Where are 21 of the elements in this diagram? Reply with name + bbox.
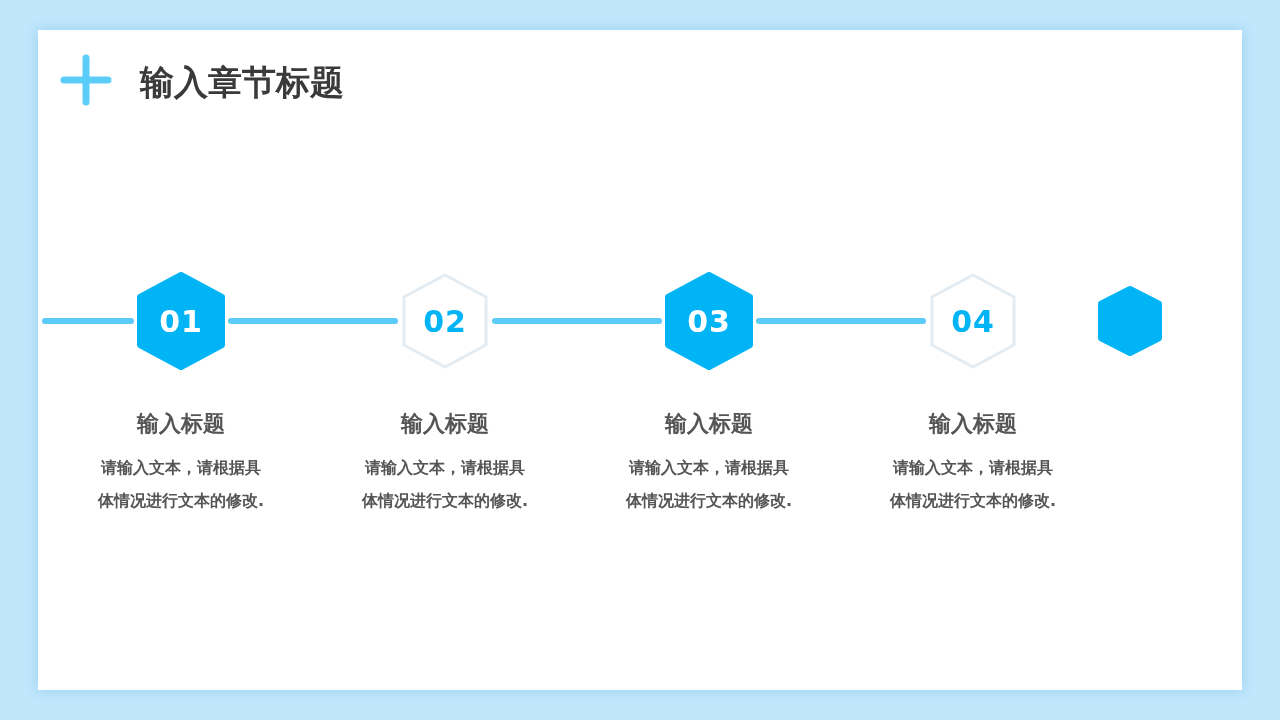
step-description: 请输入文本，请根据具体情况进行文本的修改. (624, 457, 794, 512)
step-heading: 输入标题 (135, 410, 226, 438)
hexagon-marker (665, 271, 753, 371)
timeline-line (228, 318, 398, 324)
step-number: 03 (687, 303, 731, 339)
hexagon-marker (929, 271, 1017, 371)
step-number: 02 (423, 303, 467, 339)
hexagon-marker (401, 271, 489, 371)
step-description: 请输入文本，请根据具体情况进行文本的修改. (360, 457, 530, 512)
step-heading: 输入标题 (399, 410, 490, 438)
step-heading: 输入标题 (927, 410, 1018, 438)
hexagon-marker (137, 271, 225, 371)
step-number: 04 (951, 303, 995, 339)
step-number: 01 (159, 303, 203, 339)
timeline-line (756, 318, 926, 324)
timeline-line (492, 318, 662, 324)
step-description: 请输入文本，请根据具体情况进行文本的修改. (888, 457, 1058, 512)
timeline-line (42, 318, 134, 324)
step-heading: 输入标题 (663, 410, 754, 438)
step-description: 请输入文本，请根据具体情况进行文本的修改. (96, 457, 266, 512)
section-title: 输入章节标题 (140, 61, 344, 104)
